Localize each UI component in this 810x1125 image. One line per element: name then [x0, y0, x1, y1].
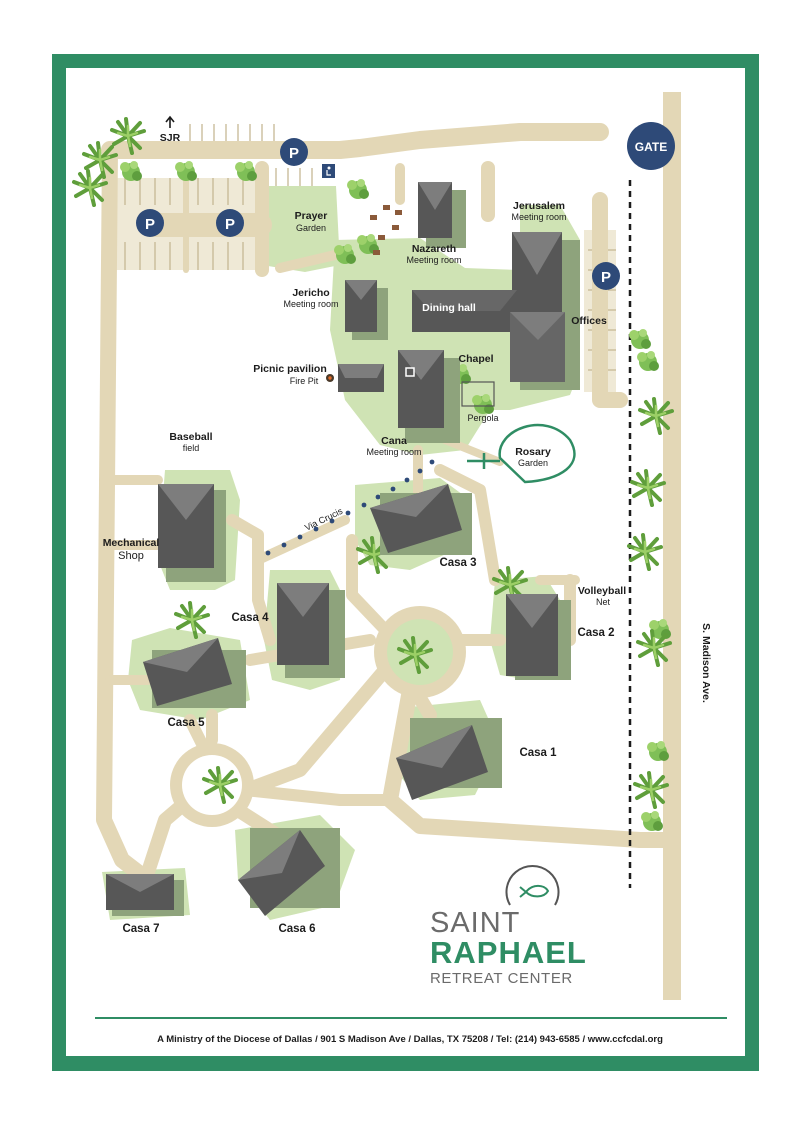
place-labels: Prayer Garden Nazareth Meeting room Jeru…	[103, 200, 712, 935]
svg-text:P: P	[601, 269, 611, 286]
prayer-garden-label: Prayer	[295, 210, 328, 222]
roundabouts	[170, 606, 466, 827]
parking-badges: P P P P	[136, 138, 620, 290]
offices-label: Offices	[571, 315, 607, 327]
fire-pit-label: Fire Pit	[290, 376, 319, 386]
fish-circle-icon	[505, 864, 560, 906]
svg-text:GATE: GATE	[635, 140, 667, 154]
via-crucis-stations	[265, 459, 435, 556]
gate-badge: GATE	[627, 122, 675, 170]
rosary-garden-sublabel: Garden	[518, 458, 548, 468]
nazareth-label: Nazareth	[412, 243, 456, 255]
jerusalem-label: Jerusalem	[513, 200, 565, 212]
casa-3-label: Casa 3	[439, 557, 476, 569]
jericho-sublabel: Meeting room	[283, 299, 338, 309]
rosary-garden-label: Rosary	[515, 446, 551, 458]
baseball-field-sublabel: field	[183, 443, 200, 453]
pergola-label: Pergola	[467, 413, 498, 423]
sjr-direction: SJR	[160, 115, 181, 144]
casa-2-label: Casa 2	[577, 627, 614, 639]
buildings	[106, 182, 580, 916]
dining-hall-label: Dining hall	[422, 302, 476, 314]
fish-icon	[519, 884, 550, 898]
parking-icon: P	[136, 209, 164, 237]
svg-text:P: P	[145, 216, 155, 233]
cana-sublabel: Meeting room	[366, 447, 421, 457]
casa-4-label: Casa 4	[231, 612, 269, 624]
accessible-parking-icon	[322, 164, 335, 178]
svg-text:SAINT: SAINT	[430, 907, 520, 939]
volleyball-sublabel: Net	[596, 597, 611, 607]
mechanical-shop-sublabel: Shop	[118, 550, 144, 562]
nazareth-sublabel: Meeting room	[406, 255, 461, 265]
casa-7-label: Casa 7	[122, 923, 159, 935]
svg-text:P: P	[225, 216, 235, 233]
baseball-field-label: Baseball	[169, 431, 212, 443]
saint-raphael-logo: SAINT RAPHAEL RETREAT CENTER	[430, 864, 587, 987]
up-arrow-icon	[165, 115, 175, 128]
street-label: S. Madison Ave.	[700, 623, 712, 703]
svg-text:RETREAT CENTER: RETREAT CENTER	[430, 970, 573, 987]
rosary-garden-path	[467, 423, 576, 484]
jerusalem-sublabel: Meeting room	[511, 212, 566, 222]
chapel-label: Chapel	[458, 353, 493, 365]
casa-5-label: Casa 5	[167, 717, 205, 729]
parking-icon: P	[280, 138, 308, 166]
prayer-garden-stones	[370, 205, 402, 255]
prayer-garden-sublabel: Garden	[296, 223, 326, 233]
casa-6-label: Casa 6	[278, 923, 315, 935]
jericho-label: Jericho	[292, 287, 329, 299]
svg-text:RAPHAEL: RAPHAEL	[430, 935, 587, 970]
mechanical-shop-label: Mechanical	[103, 537, 160, 549]
sjr-label: SJR	[160, 132, 181, 144]
volleyball-label: Volleyball	[578, 585, 626, 597]
svg-text:P: P	[289, 145, 299, 162]
footer-text: A Ministry of the Diocese of Dallas / 90…	[157, 1034, 663, 1045]
parking-icon: P	[216, 209, 244, 237]
parking-icon: P	[592, 262, 620, 290]
cana-label: Cana	[381, 435, 407, 447]
casa-1-label: Casa 1	[519, 747, 557, 759]
picnic-pavilion-label: Picnic pavilion	[253, 363, 327, 375]
